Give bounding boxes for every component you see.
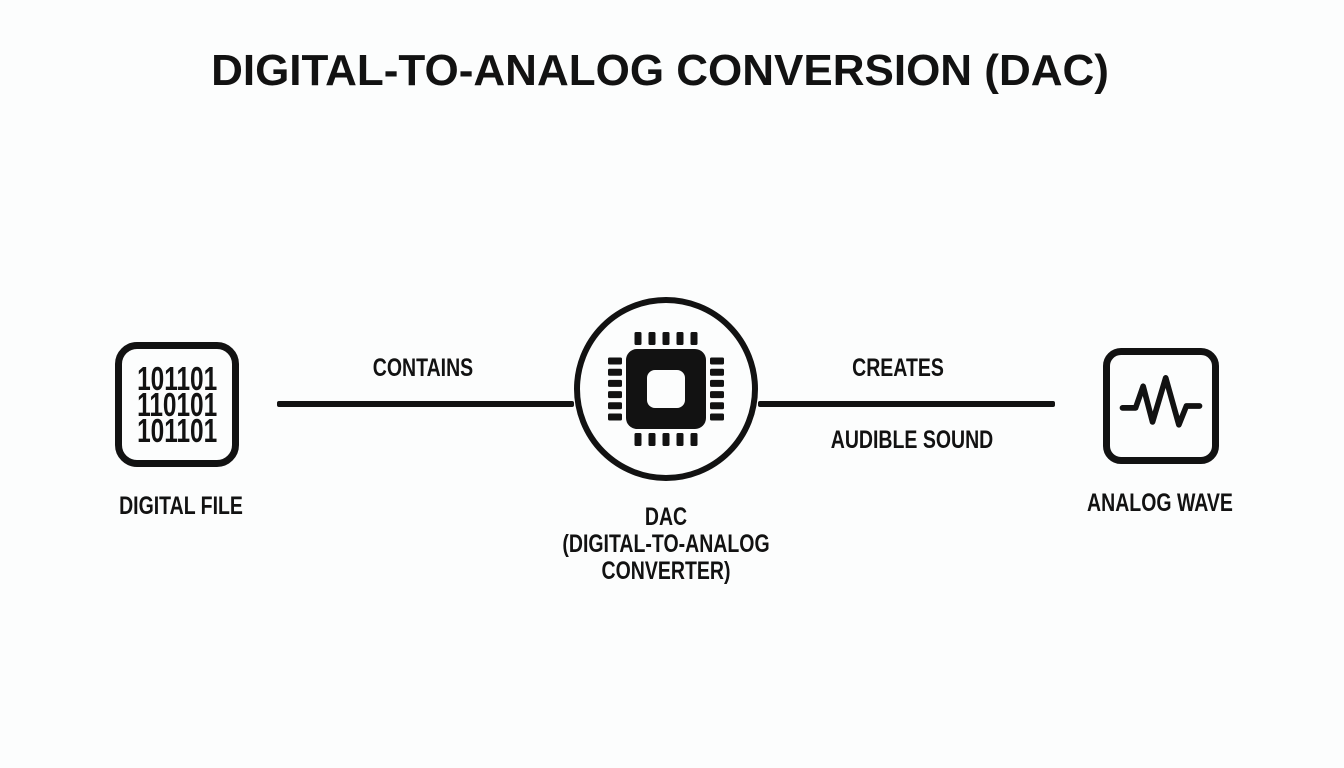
connector-line-creates xyxy=(758,401,1055,407)
digital-file-node: 101101 110101 101101 xyxy=(115,342,239,467)
analog-wave-label: ANALOG WAVE xyxy=(1087,489,1233,517)
dac-node xyxy=(574,297,758,481)
connector-label-creates: CREATES xyxy=(852,354,944,382)
binary-file-icon: 101101 110101 101101 xyxy=(136,359,218,449)
dac-caption-line: CONVERTER) xyxy=(601,557,731,585)
binary-row: 101101 xyxy=(136,411,218,449)
binary-row: 101101 xyxy=(136,359,218,397)
dac-caption: DAC (DIGITAL-TO-ANALOG CONVERTER) xyxy=(562,504,769,585)
connector-label-audible-sound: AUDIBLE SOUND xyxy=(830,426,994,454)
digital-file-label: DIGITAL FILE xyxy=(119,492,243,520)
dac-caption-line: DAC xyxy=(644,503,688,531)
connector-line-contains xyxy=(277,401,574,407)
page-title: DIGITAL-TO-ANALOG CONVERSION (DAC) xyxy=(211,46,1109,95)
connector-label-contains: CONTAINS xyxy=(372,354,474,382)
binary-row: 110101 xyxy=(136,385,218,423)
waveform-icon xyxy=(1119,374,1203,428)
chip-icon xyxy=(608,332,724,446)
analog-wave-node xyxy=(1103,348,1219,464)
dac-caption-line: (DIGITAL-TO-ANALOG xyxy=(562,530,770,558)
